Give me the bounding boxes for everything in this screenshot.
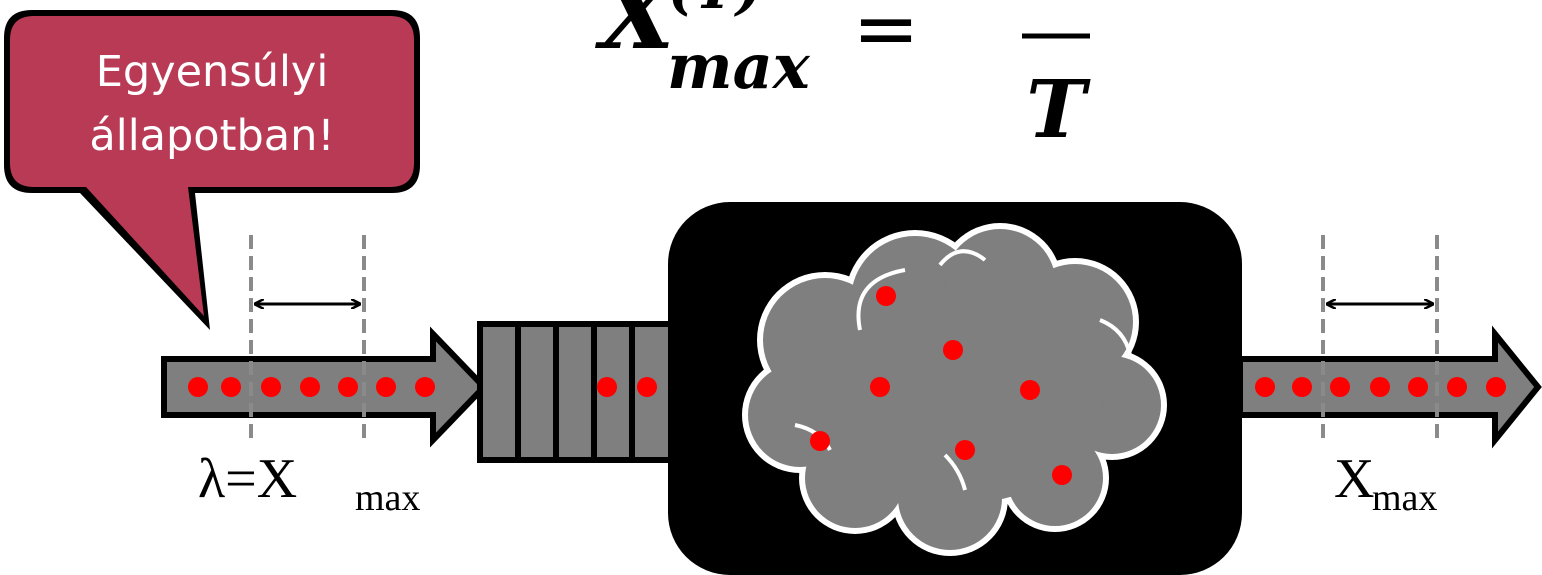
input-job-dot <box>376 377 396 397</box>
output-interval <box>1321 235 1439 440</box>
queued-job-dot <box>597 377 617 397</box>
output-job-dot <box>1330 377 1350 397</box>
input-arrow <box>161 326 489 448</box>
cloud <box>742 223 1167 556</box>
system-job-dot <box>876 286 896 306</box>
output-throughput-label: X max <box>1334 448 1437 519</box>
input-job-dot <box>221 377 241 397</box>
formula-equals: = <box>852 0 919 75</box>
system-job-dot <box>870 377 890 397</box>
input-job-dot <box>415 377 435 397</box>
output-job-dot <box>1447 377 1467 397</box>
formula-subscript: max <box>667 30 811 103</box>
callout-fill <box>10 16 414 316</box>
formula-symbol: X <box>594 0 678 71</box>
input-job-dot <box>300 377 320 397</box>
queued-job-dot <box>637 377 657 397</box>
system-job-dot <box>955 440 975 460</box>
output-job-dot <box>1370 377 1390 397</box>
formula-denominator: T <box>1026 62 1091 156</box>
input-interval <box>249 235 366 440</box>
callout-bubble: Egyensúlyi állapotban! <box>4 10 420 330</box>
system-box <box>668 202 1242 575</box>
callout-line-2: állapotban! <box>89 111 334 161</box>
throughput-formula: X (T) max = T <box>594 0 1091 156</box>
input-rate-main: λ=X <box>198 448 297 510</box>
queue-buffer <box>477 321 683 463</box>
input-job-dot <box>188 377 208 397</box>
system-job-dot <box>943 340 963 360</box>
output-job-dot <box>1255 377 1275 397</box>
input-rate-label: λ=X max <box>198 448 420 519</box>
output-job-dot <box>1292 377 1312 397</box>
input-rate-subscript: max <box>355 477 420 519</box>
input-job-dot <box>338 377 358 397</box>
output-throughput-main: X <box>1334 448 1374 510</box>
system-job-dot <box>1052 465 1072 485</box>
output-job-dot <box>1486 377 1506 397</box>
output-throughput-subscript: max <box>1372 477 1437 519</box>
output-job-dot <box>1408 377 1428 397</box>
system-job-dot <box>810 431 830 451</box>
callout-line-1: Egyensúlyi <box>96 47 329 97</box>
input-job-dot <box>261 377 281 397</box>
system-job-dot <box>1020 380 1040 400</box>
output-arrow <box>1237 325 1542 449</box>
formula-superscript: (T) <box>668 0 763 22</box>
